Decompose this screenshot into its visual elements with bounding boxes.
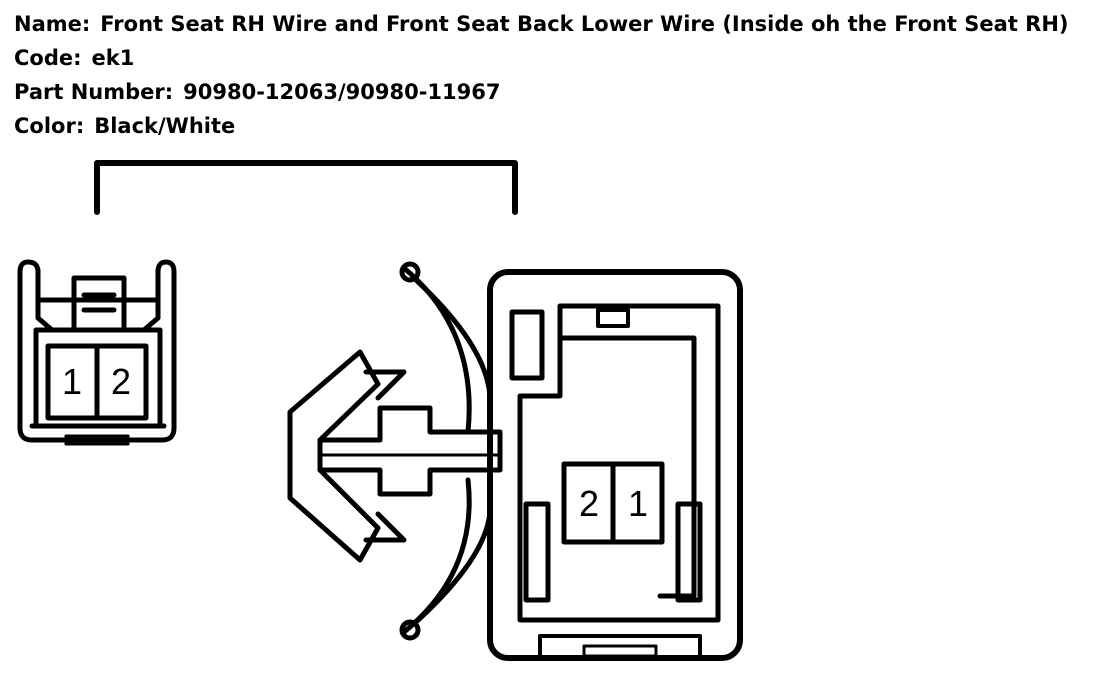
left-latch-arm-left — [35, 267, 55, 333]
part-number-value: 90980-12063/90980-11967 — [183, 80, 501, 104]
left-pin-label-2: 2 — [111, 361, 131, 402]
left-bottom-tab — [64, 434, 130, 446]
flex-latch-upper-inner — [413, 277, 493, 399]
connector-code: Code: ek1 — [14, 48, 134, 69]
retainer-clip-stem — [317, 405, 503, 497]
right-connector-body — [487, 269, 743, 661]
right-rib-bottom-left — [523, 501, 551, 603]
right-bottom-tab-slot — [582, 644, 658, 658]
right-top-notch — [596, 308, 630, 328]
part-number-label: Part Number: — [14, 80, 174, 104]
code-value: ek1 — [91, 46, 135, 70]
part-number: Part Number: 90980-12063/90980-11967 — [14, 82, 500, 103]
connector-name: Name: Front Seat RH Wire and Front Seat B… — [14, 14, 1069, 35]
right-pin-label-1: 1 — [628, 483, 648, 524]
right-bottom-tab — [538, 634, 702, 660]
right-inner-cavity — [517, 303, 721, 623]
left-latch-housing — [71, 275, 127, 333]
left-pin-box-2 — [94, 343, 149, 421]
right-rib-bottom-right — [675, 501, 703, 603]
right-connector — [287, 261, 743, 661]
left-pin-label-1: 1 — [62, 361, 82, 402]
left-connector — [17, 259, 177, 446]
left-latch-arm-right — [141, 267, 161, 333]
retainer-clip-barb-bottom — [363, 511, 407, 543]
right-pin-label-2: 2 — [579, 483, 599, 524]
flex-latch-upper-knob — [399, 261, 421, 283]
right-upper-shelf — [557, 335, 697, 599]
name-value: Front Seat RH Wire and Front Seat Back L… — [100, 12, 1069, 36]
color-value: Black/White — [94, 114, 236, 138]
flex-latch-lower — [401, 477, 472, 635]
color-label: Color: — [14, 114, 85, 138]
flex-latch-lower-knob — [399, 619, 421, 641]
view-bracket — [94, 160, 518, 215]
right-rib-top-left — [509, 309, 545, 381]
retainer-clip-outline — [287, 349, 381, 563]
retainer-clip-barb-top — [363, 369, 407, 401]
name-label: Name: — [14, 12, 91, 36]
connector-color: Color: Black/White — [14, 116, 235, 137]
code-label: Code: — [14, 46, 82, 70]
right-pin-box-1 — [610, 461, 665, 545]
